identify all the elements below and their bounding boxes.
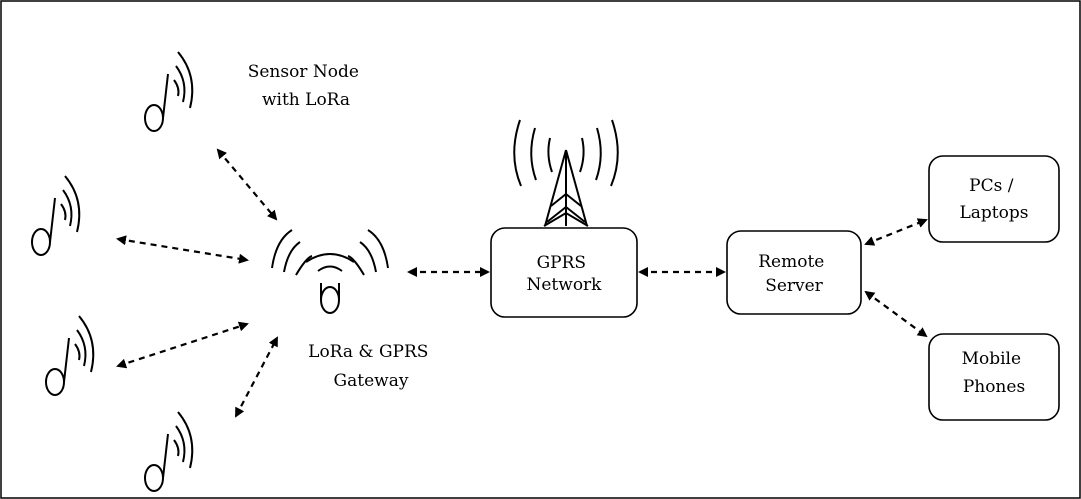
link-arrow bbox=[864, 290, 928, 338]
sensor-node-icon bbox=[144, 411, 194, 492]
cell-tower-icon bbox=[513, 119, 619, 227]
sensor-node-icon bbox=[45, 315, 95, 396]
pcs-laptops-label: PCs / Laptops bbox=[960, 176, 1029, 223]
remote-server-label: Remote Server bbox=[758, 252, 830, 296]
sensor-node-icon bbox=[31, 175, 81, 256]
mobile-phones-label: Mobile Phones bbox=[962, 349, 1027, 397]
gprs-network-box bbox=[490, 227, 638, 318]
mobile-phones-box bbox=[928, 333, 1060, 421]
link-arrow bbox=[116, 321, 249, 369]
remote-server-box bbox=[726, 230, 862, 315]
sensor-node-icon bbox=[144, 51, 194, 132]
sensor-node-label: Sensor Node with LoRa bbox=[248, 62, 365, 110]
gprs-network-label: GPRS Network bbox=[527, 253, 603, 295]
link-arrow bbox=[216, 148, 278, 221]
link-arrow bbox=[235, 336, 278, 418]
gateway-label: LoRa & GPRS Gateway bbox=[308, 342, 434, 391]
gateway-antenna-icon bbox=[271, 229, 389, 314]
pcs-laptops-box bbox=[928, 155, 1060, 243]
